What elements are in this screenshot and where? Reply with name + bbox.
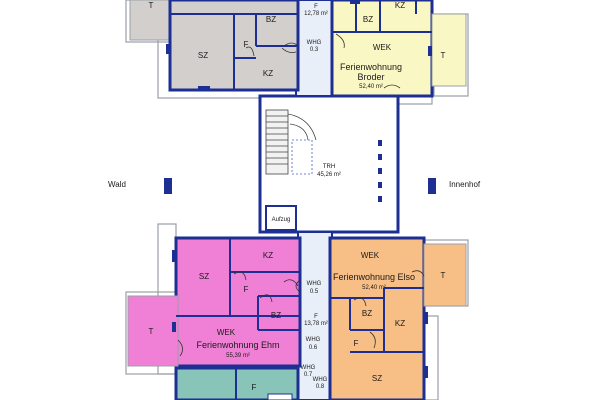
elso-children-room-label: KZ: [395, 319, 405, 328]
stair-label: TRH: [323, 164, 335, 170]
top-corridor-area: 12,78 m²: [304, 11, 328, 17]
ehm-terrace-label: T: [149, 327, 154, 336]
stair-area: 45,26 m²: [317, 172, 341, 178]
top-left-apartment: [129, 0, 300, 92]
top-left-bedroom-label: SZ: [198, 51, 208, 60]
top-corridor-door: [283, 42, 299, 47]
ehm-apartment: [127, 236, 302, 368]
elso-terrace-label: T: [441, 271, 446, 280]
lower-corridor-whg-b-label: WHG: [306, 337, 321, 343]
lower-corridor-whg-a-label: WHG: [307, 281, 322, 287]
top-left-children-room-label: KZ: [263, 69, 273, 78]
ehm-living-kitchen-label: WEK: [217, 328, 236, 337]
ehm-name: Ferienwohnung Ehm: [196, 340, 279, 350]
left-marker: [164, 178, 172, 194]
ehm-children-room-label: KZ: [263, 251, 273, 260]
right-marker: [428, 178, 436, 194]
elso-hall-label: F: [354, 339, 359, 348]
elevator: [265, 205, 297, 231]
lower-corridor-whg-b-number: 0.6: [309, 345, 318, 351]
lower-corridor-whg-a-number: 0.5: [310, 289, 319, 295]
bottom-left-apartment: [174, 366, 300, 400]
lower-corridor-whg-d-number: 0.8: [316, 384, 325, 390]
elso-name: Ferienwohnung Elso: [333, 272, 415, 282]
broder-name-line1: Ferienwohnung: [340, 62, 402, 72]
outside-right-label: Innenhof: [449, 180, 481, 189]
top-left-terrace-label: T: [149, 1, 154, 10]
top-left-bathroom-label: BZ: [266, 15, 276, 24]
lower-corridor-whg-c-label: WHG: [301, 365, 316, 371]
lower-corridor-area: 13,78 m²: [304, 321, 328, 327]
outside-left-label: Wald: [108, 180, 126, 189]
broder-area: 52,40 m²: [359, 84, 383, 90]
lower-corridor-whg-c-number: 0.7: [304, 372, 313, 378]
broder-children-room-label: KZ: [395, 1, 405, 10]
top-corridor-hall-label: F: [314, 4, 318, 10]
lower-corridor-whg-d-label: WHG: [313, 377, 328, 383]
top-corridor-whg-number: 0.3: [310, 47, 319, 53]
stair-windows: [378, 140, 382, 202]
top-left-hall-label: F: [244, 40, 249, 49]
ehm-bedroom-label: SZ: [199, 272, 209, 281]
elso-living-kitchen-label: WEK: [361, 251, 380, 260]
elevator-label: Aufzug: [272, 217, 291, 223]
ehm-bathroom-label: BZ: [271, 311, 281, 320]
broder-living-kitchen-label: WEK: [373, 43, 392, 52]
ehm-area: 55,39 m²: [226, 353, 250, 359]
elso-apartment: [328, 236, 467, 400]
top-corridor-whg-label: WHG: [307, 40, 322, 46]
elso-bathroom-label: BZ: [362, 309, 372, 318]
broder-apartment: [330, 0, 467, 98]
staircase: [265, 109, 317, 175]
bottom-left-hall-label: F: [252, 383, 257, 392]
lower-corridor-hall-label: F: [314, 314, 318, 320]
ehm-hall-label: F: [244, 285, 249, 294]
broder-terrace-label: T: [441, 51, 446, 60]
elso-area: 52,40 m²: [362, 285, 386, 291]
elso-bedroom-label: SZ: [372, 374, 382, 383]
broder-name-line2: Broder: [357, 72, 384, 82]
broder-bathroom-label: BZ: [363, 15, 373, 24]
